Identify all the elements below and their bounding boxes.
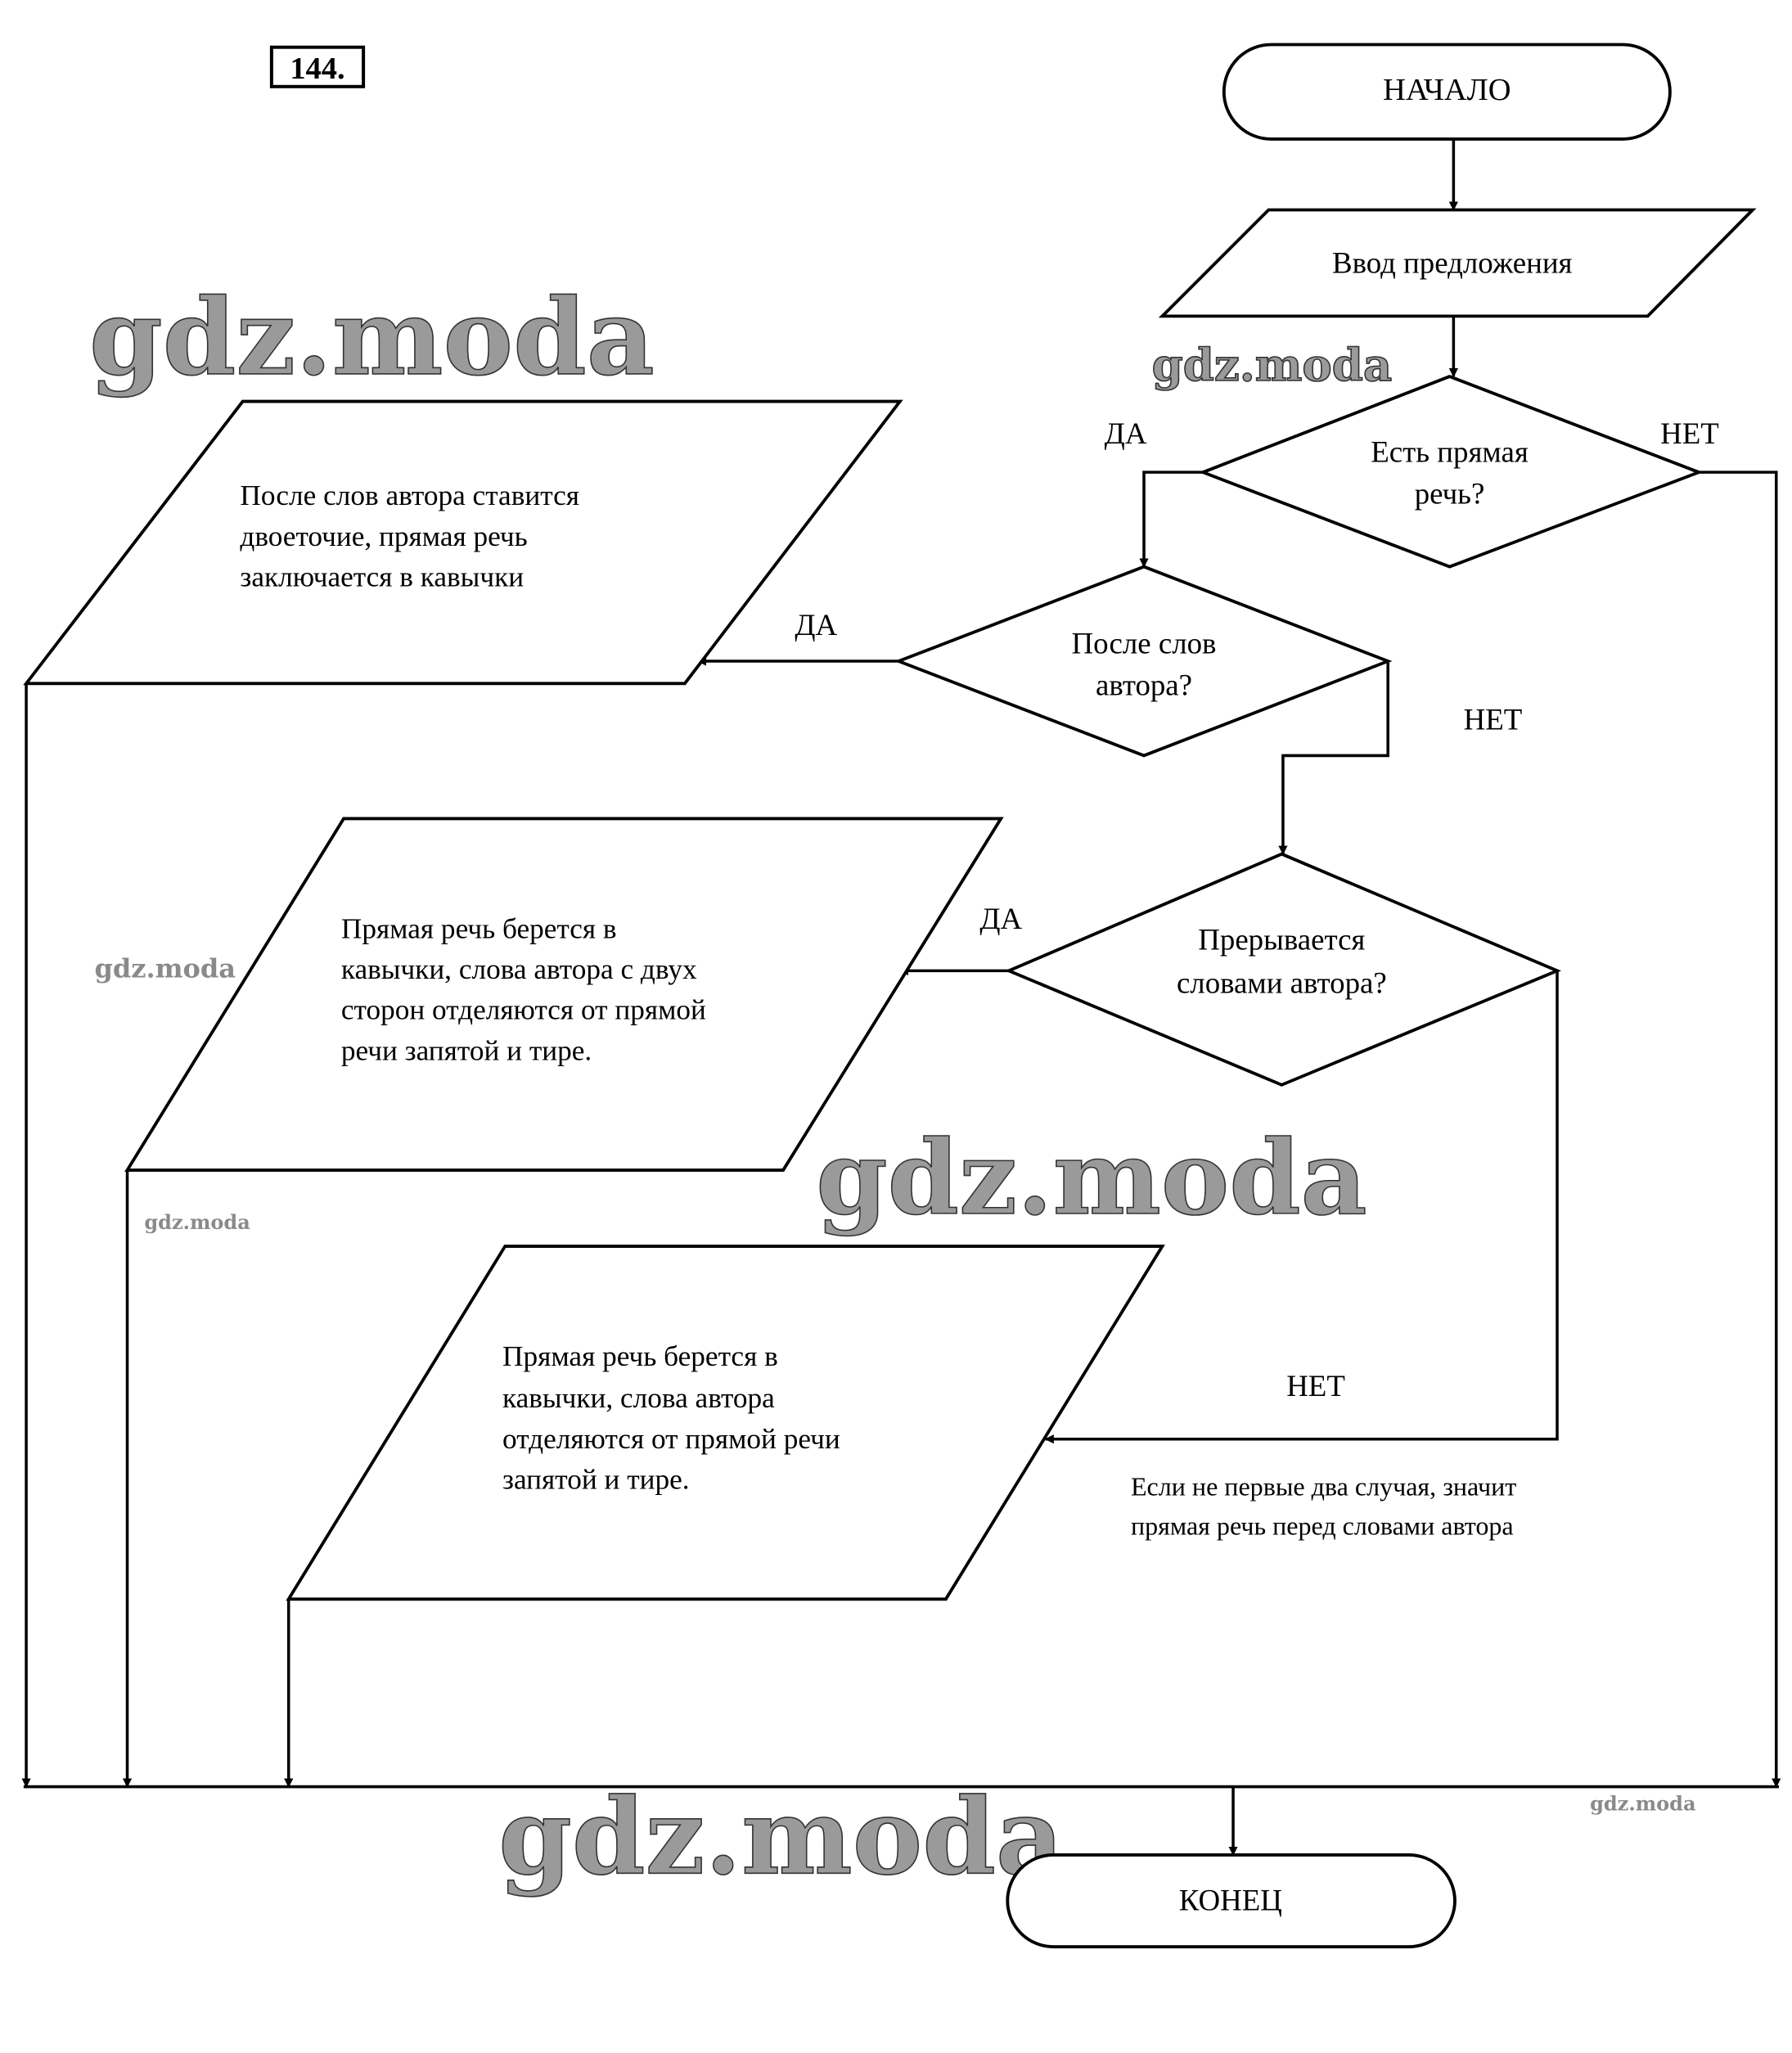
start-terminator: НАЧАЛО — [1222, 43, 1672, 141]
decision1-line: Есть прямая — [1371, 434, 1529, 468]
task-number-text: 144. — [290, 52, 344, 86]
output2-line: речи запятой и тире. — [341, 1034, 592, 1066]
output2-line: Прямая речь берется в — [341, 912, 617, 944]
yes-label: ДА — [795, 608, 837, 642]
input-label: Ввод предложения — [1332, 245, 1573, 279]
watermark: gdz.moda — [94, 952, 236, 984]
output3-line: отделяются от прямой речи — [502, 1423, 840, 1455]
end-terminator: КОНЕЦ — [1006, 1853, 1457, 1949]
task-number: 144. — [269, 45, 366, 88]
output3-line: запятой и тире. — [502, 1464, 690, 1496]
decision2-line: После слов — [1072, 626, 1217, 660]
decision1-line: речь? — [1415, 477, 1485, 511]
yes-label: ДА — [979, 902, 1022, 935]
note-line: прямая речь перед словами автора — [1131, 1511, 1514, 1541]
output1-line: После слов автора ставится — [240, 479, 579, 511]
connector-arrow — [1139, 470, 1204, 568]
connector-arrow — [1044, 970, 1559, 1444]
watermark: gdz.moda — [1152, 339, 1393, 391]
decision2-line: автора? — [1096, 669, 1192, 702]
note-line: Если не первые два случая, значит — [1131, 1472, 1516, 1501]
output2-line: кавычки, слова автора с двух — [341, 953, 697, 985]
output-after-author-words: После слов автора ставится двоеточие, пр… — [23, 399, 903, 686]
no-label: НЕТ — [1660, 416, 1719, 450]
watermark: gdz.moda — [816, 1119, 1367, 1238]
no-label: НЕТ — [1286, 1369, 1345, 1402]
output1-line: заключается в кавычки — [240, 561, 524, 593]
decision-has-direct-speech: Есть прямая речь? — [1198, 375, 1704, 569]
output-before-author-words: Прямая речь берется в кавычки, слова авт… — [286, 1245, 1165, 1601]
output1-line: двоеточие, прямая речь — [240, 520, 527, 552]
decision-after-author-words: После слов автора? — [894, 565, 1393, 758]
end-label: КОНЕЦ — [1179, 1883, 1282, 1916]
no-label: НЕТ — [1464, 702, 1523, 736]
watermark: gdz.moda — [1590, 1791, 1696, 1815]
connector-arrow — [1278, 661, 1389, 855]
watermark: gdz.moda — [498, 1776, 1064, 1898]
decision-interrupted-by-author: Прерывается словами автора? — [1004, 852, 1561, 1087]
yes-label: ДА — [1105, 416, 1147, 450]
output3-line: кавычки, слова автора — [502, 1382, 775, 1414]
output3-line: Прямая речь берется в — [502, 1340, 778, 1372]
start-label: НАЧАЛО — [1383, 73, 1511, 107]
output2-line: сторон отделяются от прямой — [341, 994, 706, 1026]
input-parallelogram: Ввод предложения — [1158, 208, 1757, 318]
decision3-line: словами автора? — [1177, 966, 1387, 1000]
connector-arrow — [1699, 470, 1781, 1788]
watermark: gdz.moda — [89, 277, 655, 399]
output-interrupted: Прямая речь берется в кавычки, слова авт… — [124, 817, 1004, 1172]
decision3-line: Прерывается — [1198, 923, 1365, 957]
watermark: gdz.moda — [144, 1210, 250, 1234]
